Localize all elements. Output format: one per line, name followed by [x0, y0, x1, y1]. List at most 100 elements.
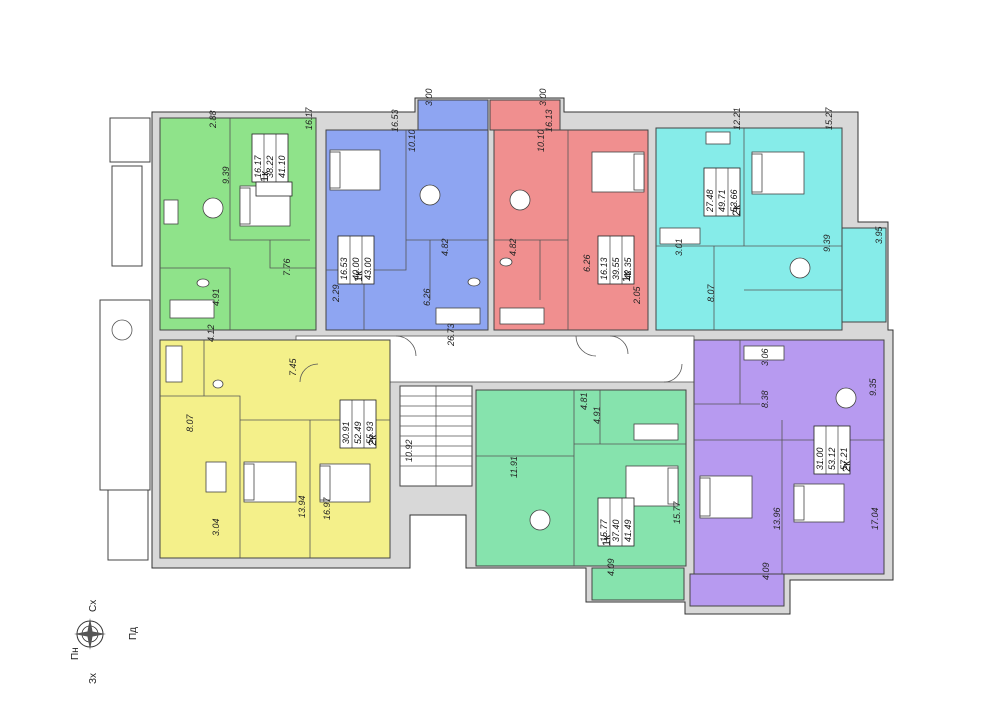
room-area: 3.00 [538, 88, 548, 106]
room-area: 16.17 [304, 106, 314, 130]
total-area-with-balcony: 41.49 [623, 519, 633, 542]
room-area: 6.26 [582, 254, 592, 272]
room-area: 4.09 [606, 558, 616, 576]
room-area: 9.39 [822, 234, 832, 252]
bed-icon-2 [793, 483, 845, 523]
room-area-labels: 2.88 9.39 16.17 7.76 4.91 16.53 10.10 3.… [185, 88, 884, 580]
summary-blue: 16.53 40.00 43.00 [337, 235, 375, 285]
apartment-green[interactable] [159, 117, 317, 331]
room-area: 12.21 [732, 107, 742, 130]
room-area: 17.04 [870, 507, 880, 530]
bathtub-icon [659, 227, 701, 245]
room-area: 6.26 [422, 288, 432, 306]
apartment-type: 1к [621, 271, 633, 282]
summary-cyan: 27.48 49.71 53.66 [703, 167, 741, 217]
living-area: 16.17 [253, 154, 263, 178]
dining-table-icon [529, 509, 551, 531]
dining-table-icon [205, 461, 227, 493]
apartment-teal-balcony [591, 567, 685, 601]
room-area: 3.06 [760, 348, 770, 366]
room-area: 3.01 [674, 238, 684, 256]
living-area: 16.53 [339, 257, 349, 280]
total-area: 49.71 [717, 189, 727, 212]
total-area: 53.12 [827, 447, 837, 470]
summary-red: 16.13 39.55 42.35 [597, 235, 635, 285]
total-area-with-balcony: 53.66 [729, 189, 739, 212]
apartment-purple-balcony [689, 573, 785, 607]
room-area: 4.81 [579, 392, 589, 410]
apartment-purple[interactable] [689, 339, 885, 607]
kitchen-icon [163, 199, 179, 225]
compass-west: Зх [88, 673, 99, 684]
total-area: 38.22 [265, 155, 275, 178]
dining-table-icon [202, 197, 224, 219]
apartment-red[interactable] [489, 99, 649, 331]
bathtub-icon [743, 345, 785, 361]
bathtub-icon [435, 307, 481, 325]
apartment-blue[interactable] [325, 99, 489, 331]
desk-icon [705, 131, 731, 145]
apartment-type: 2к [731, 205, 743, 216]
room-area: 10.10 [536, 129, 546, 152]
bathtub-icon [499, 307, 545, 325]
room-area: 8.07 [706, 283, 716, 302]
apartment-type: 1к [353, 271, 365, 282]
room-area: 13.94 [297, 495, 307, 518]
living-area: 30.91 [341, 421, 351, 444]
summary-purple: 31.00 53.12 57.21 [813, 425, 851, 475]
toilet-icon [196, 278, 210, 288]
room-area: 4.82 [508, 238, 518, 256]
total-area-with-balcony: 55.93 [365, 421, 375, 444]
apartment-type: 1к [259, 171, 271, 182]
room-area: 3.95 [874, 225, 884, 244]
total-area: 52.49 [353, 421, 363, 444]
room-area: 13.96 [772, 507, 782, 530]
room-area: 2.88 [208, 110, 218, 129]
room-area: 9.35 [868, 377, 878, 396]
total-area-with-balcony: 42.35 [623, 256, 633, 280]
room-area: 16.97 [322, 496, 332, 520]
toilet-icon [212, 379, 224, 389]
dining-table-icon [835, 387, 857, 409]
living-area: 15.77 [599, 518, 609, 542]
bed-icon [591, 151, 645, 193]
room-area: 16.53 [390, 109, 400, 132]
compass-south: Пд [128, 627, 139, 640]
dining-table-icon [789, 257, 811, 279]
bed-icon [699, 475, 753, 519]
living-area: 27.48 [705, 189, 715, 213]
compass-east: Сх [88, 600, 99, 612]
total-area-with-balcony: 57.21 [839, 447, 849, 470]
apartment-summaries: 16.17 38.22 41.10 1к 16.53 40.00 43.00 1… [251, 133, 853, 547]
room-area: 11.91 [509, 456, 519, 478]
dining-table-icon [419, 184, 441, 206]
room-area: 3.00 [424, 88, 434, 106]
bed-icon-2 [319, 463, 371, 503]
apartment-blue-balcony [417, 99, 489, 131]
room-area: 2.05 [632, 285, 642, 305]
apartment-yellow[interactable] [159, 339, 391, 559]
room-area: 4.91 [211, 288, 221, 306]
apartment-cyan-balcony [841, 227, 887, 323]
door-swings [299, 335, 683, 383]
room-area: 4.09 [761, 562, 771, 580]
apartment-purple-fill [693, 339, 885, 575]
entrance-structure [99, 117, 151, 561]
room-area: 4.91 [592, 406, 602, 424]
compass-north: Пн [70, 647, 81, 660]
room-area: 15.27 [824, 106, 834, 130]
apartment-cyan[interactable] [655, 127, 887, 331]
room-area: 7.45 [288, 357, 298, 376]
living-area: 16.13 [599, 257, 609, 280]
apartment-green-fill [159, 117, 317, 331]
bed-icon [239, 185, 291, 227]
bathtub-icon [169, 299, 215, 319]
toilet-icon [467, 277, 481, 287]
room-area: 8.38 [760, 390, 770, 408]
stair-area: 10.92 [404, 439, 414, 462]
apartment-teal[interactable] [475, 389, 687, 601]
bed-icon [329, 149, 381, 191]
apartment-type: 2к [841, 461, 853, 472]
apartment-yellow-fill [159, 339, 391, 559]
